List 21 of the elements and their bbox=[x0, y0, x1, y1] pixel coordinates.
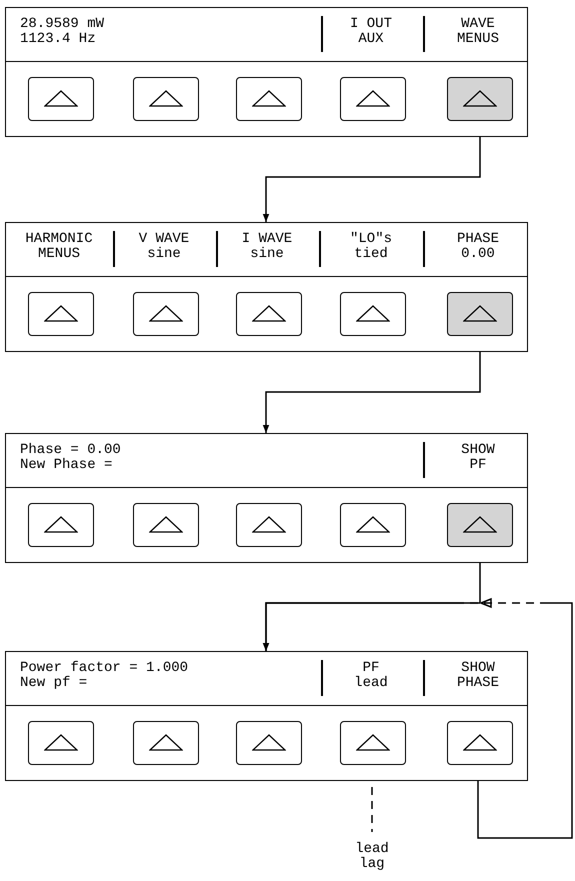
softkey-label: "LO"s tied bbox=[348, 232, 393, 262]
display-panel bbox=[5, 433, 528, 563]
softkey-label: SHOW PF bbox=[460, 443, 496, 473]
display-readout: Power factor = 1.000 New pf = bbox=[20, 661, 190, 691]
softkey-label: PHASE 0.00 bbox=[456, 232, 500, 262]
flow-arrow bbox=[262, 137, 481, 222]
softkey-label: V WAVE sine bbox=[138, 232, 190, 262]
softkey-label: I WAVE sine bbox=[240, 232, 294, 262]
softkey-label: SHOW PHASE bbox=[456, 661, 500, 691]
softkey-label: PF lead bbox=[353, 661, 389, 691]
display-panel bbox=[5, 651, 528, 781]
softkey-label: HARMONIC MENUS bbox=[25, 232, 93, 262]
display-readout: 28.9589 mW 1123.4 Hz bbox=[20, 17, 106, 47]
softkey-label: I OUT AUX bbox=[348, 17, 393, 47]
display-readout: Phase = 0.00 New Phase = bbox=[20, 443, 122, 473]
softkey-label: WAVE MENUS bbox=[456, 17, 500, 47]
flow-arrow bbox=[262, 352, 481, 433]
flow-arrow bbox=[262, 598, 573, 839]
option-note: lead lag bbox=[355, 842, 389, 872]
display-panel bbox=[5, 7, 528, 137]
display-panel bbox=[5, 222, 528, 352]
